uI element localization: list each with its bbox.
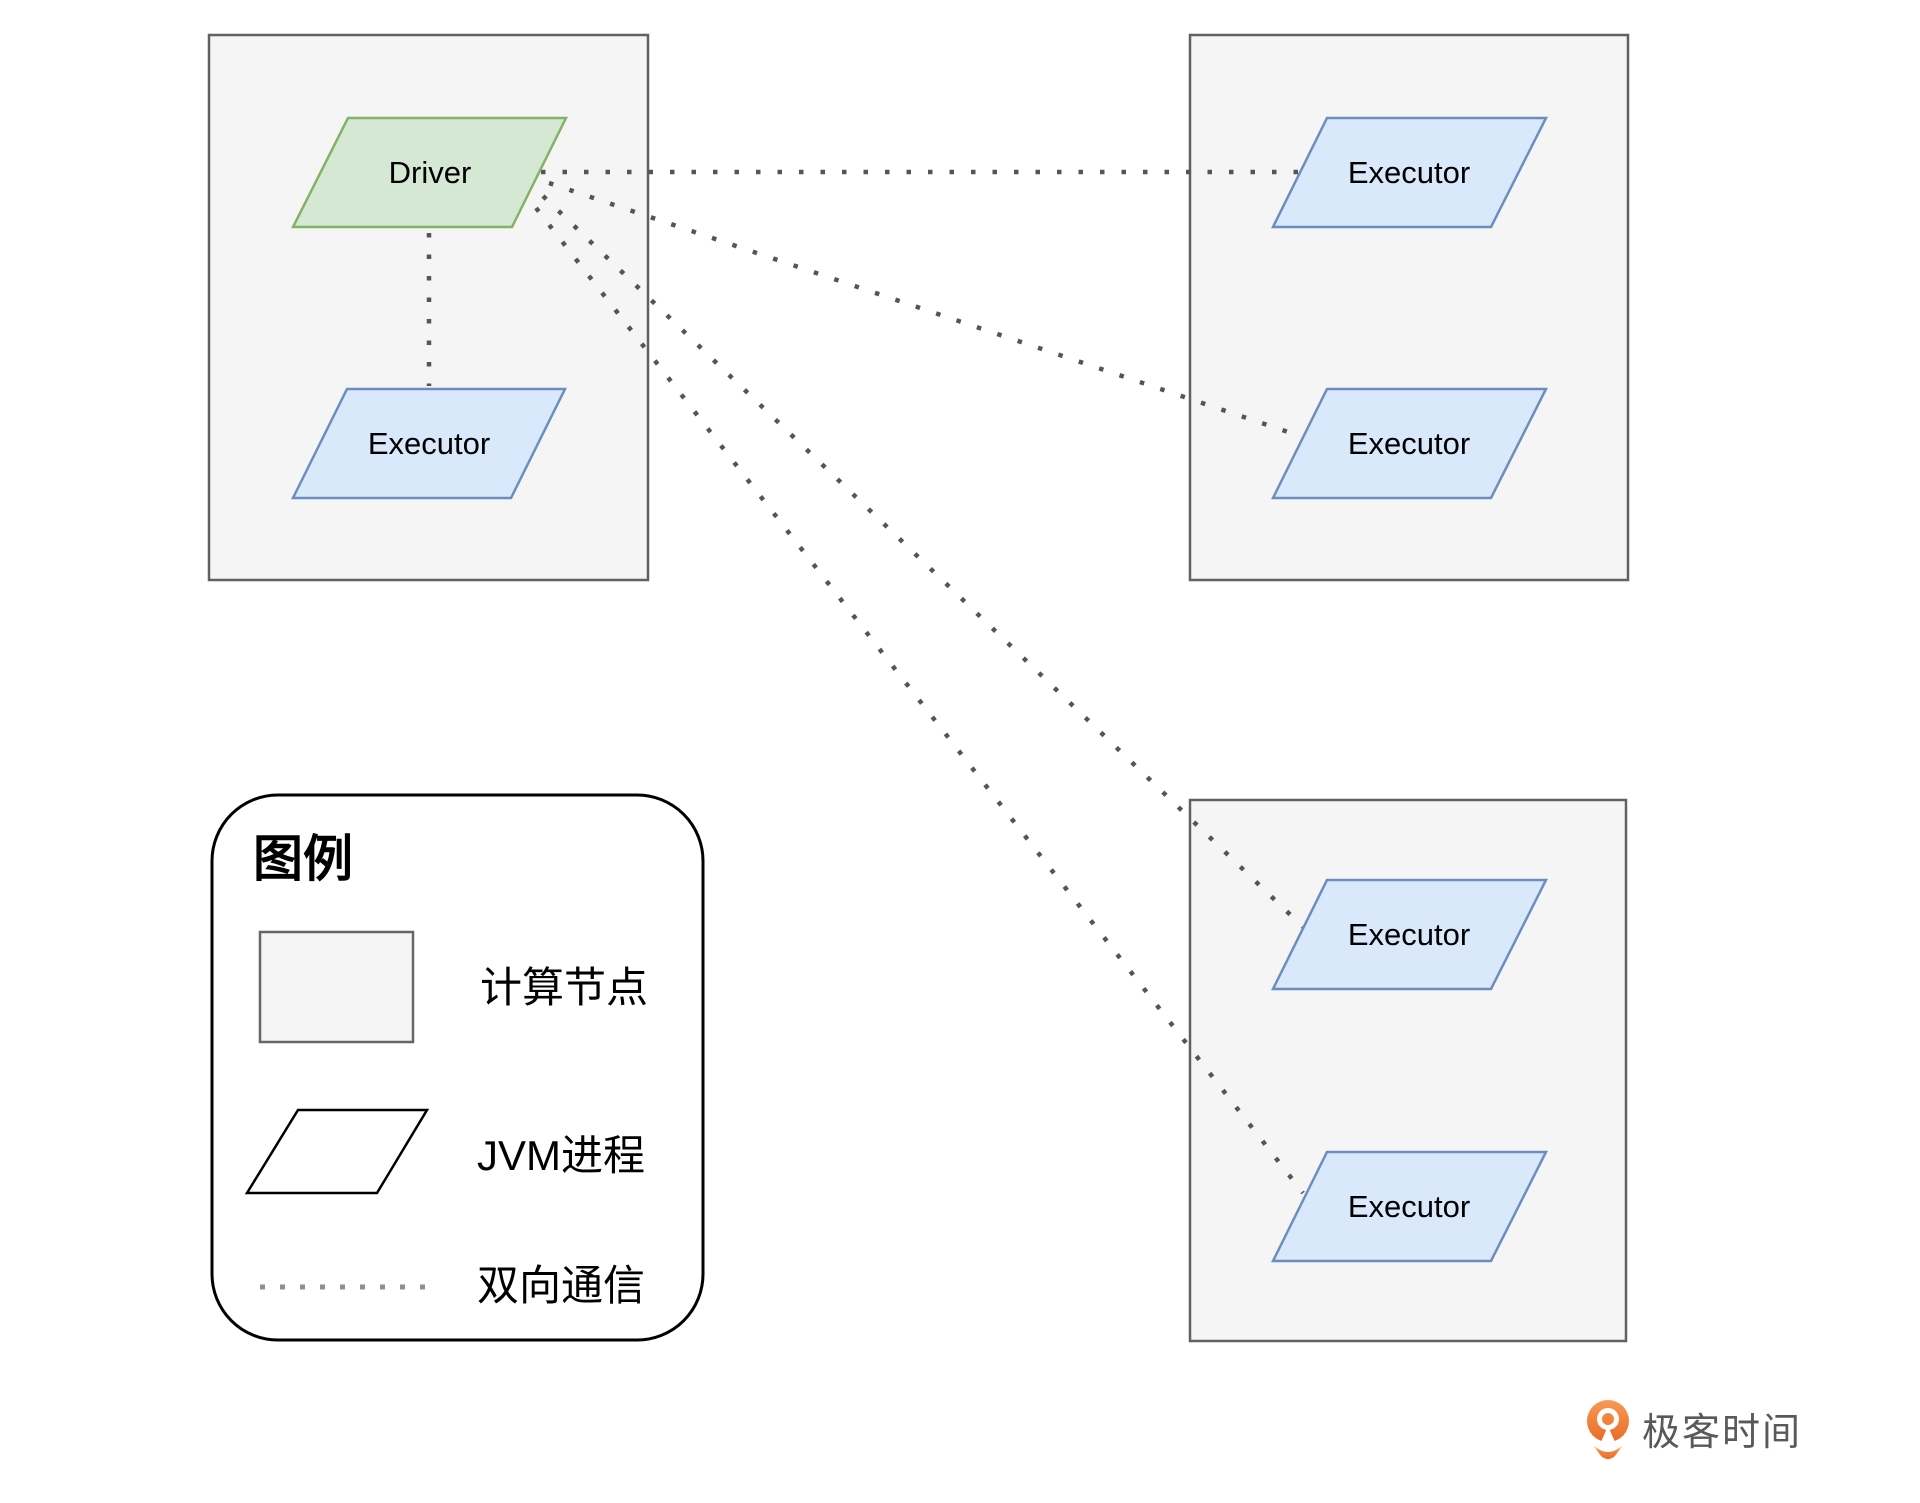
driver-shape bbox=[290, 116, 569, 229]
executor-shape-4 bbox=[1270, 1150, 1549, 1263]
geektime-logo: 极客时间 bbox=[1587, 1400, 1802, 1459]
executor-label-2: Executor bbox=[1348, 426, 1470, 461]
executor-label-4: Executor bbox=[1348, 1189, 1470, 1224]
executor-label-1: Executor bbox=[1348, 155, 1470, 190]
executor-shape-2 bbox=[1270, 387, 1549, 500]
legend-label-compute-node: 计算节点 bbox=[480, 964, 648, 1011]
executor-shape-3 bbox=[1270, 878, 1549, 991]
link-driver-executor-4 bbox=[534, 206, 1305, 1195]
link-driver-executor-3 bbox=[541, 194, 1305, 929]
legend-label-bidirectional-comm: 双向通信 bbox=[477, 1262, 645, 1309]
logo-text: 极客时间 bbox=[1642, 1412, 1802, 1454]
driver-label: Driver bbox=[389, 155, 472, 190]
legend-label-jvm-process: JVM进程 bbox=[477, 1132, 645, 1179]
executor-shape-local bbox=[290, 387, 568, 500]
machine-rect-swatch bbox=[258, 930, 415, 1044]
geektime-pin-icon bbox=[1587, 1400, 1629, 1459]
legend: 图例 计算节点 JVM进程 双向通信 bbox=[210, 793, 705, 1342]
executor-label-local: Executor bbox=[368, 426, 490, 461]
executor-label-3: Executor bbox=[1348, 917, 1470, 952]
executor-shape-1 bbox=[1270, 116, 1549, 229]
legend-title: 图例 bbox=[253, 831, 353, 887]
jvm-parallelogram-swatch bbox=[244, 1108, 430, 1195]
link-driver-executor-2 bbox=[548, 180, 1304, 440]
